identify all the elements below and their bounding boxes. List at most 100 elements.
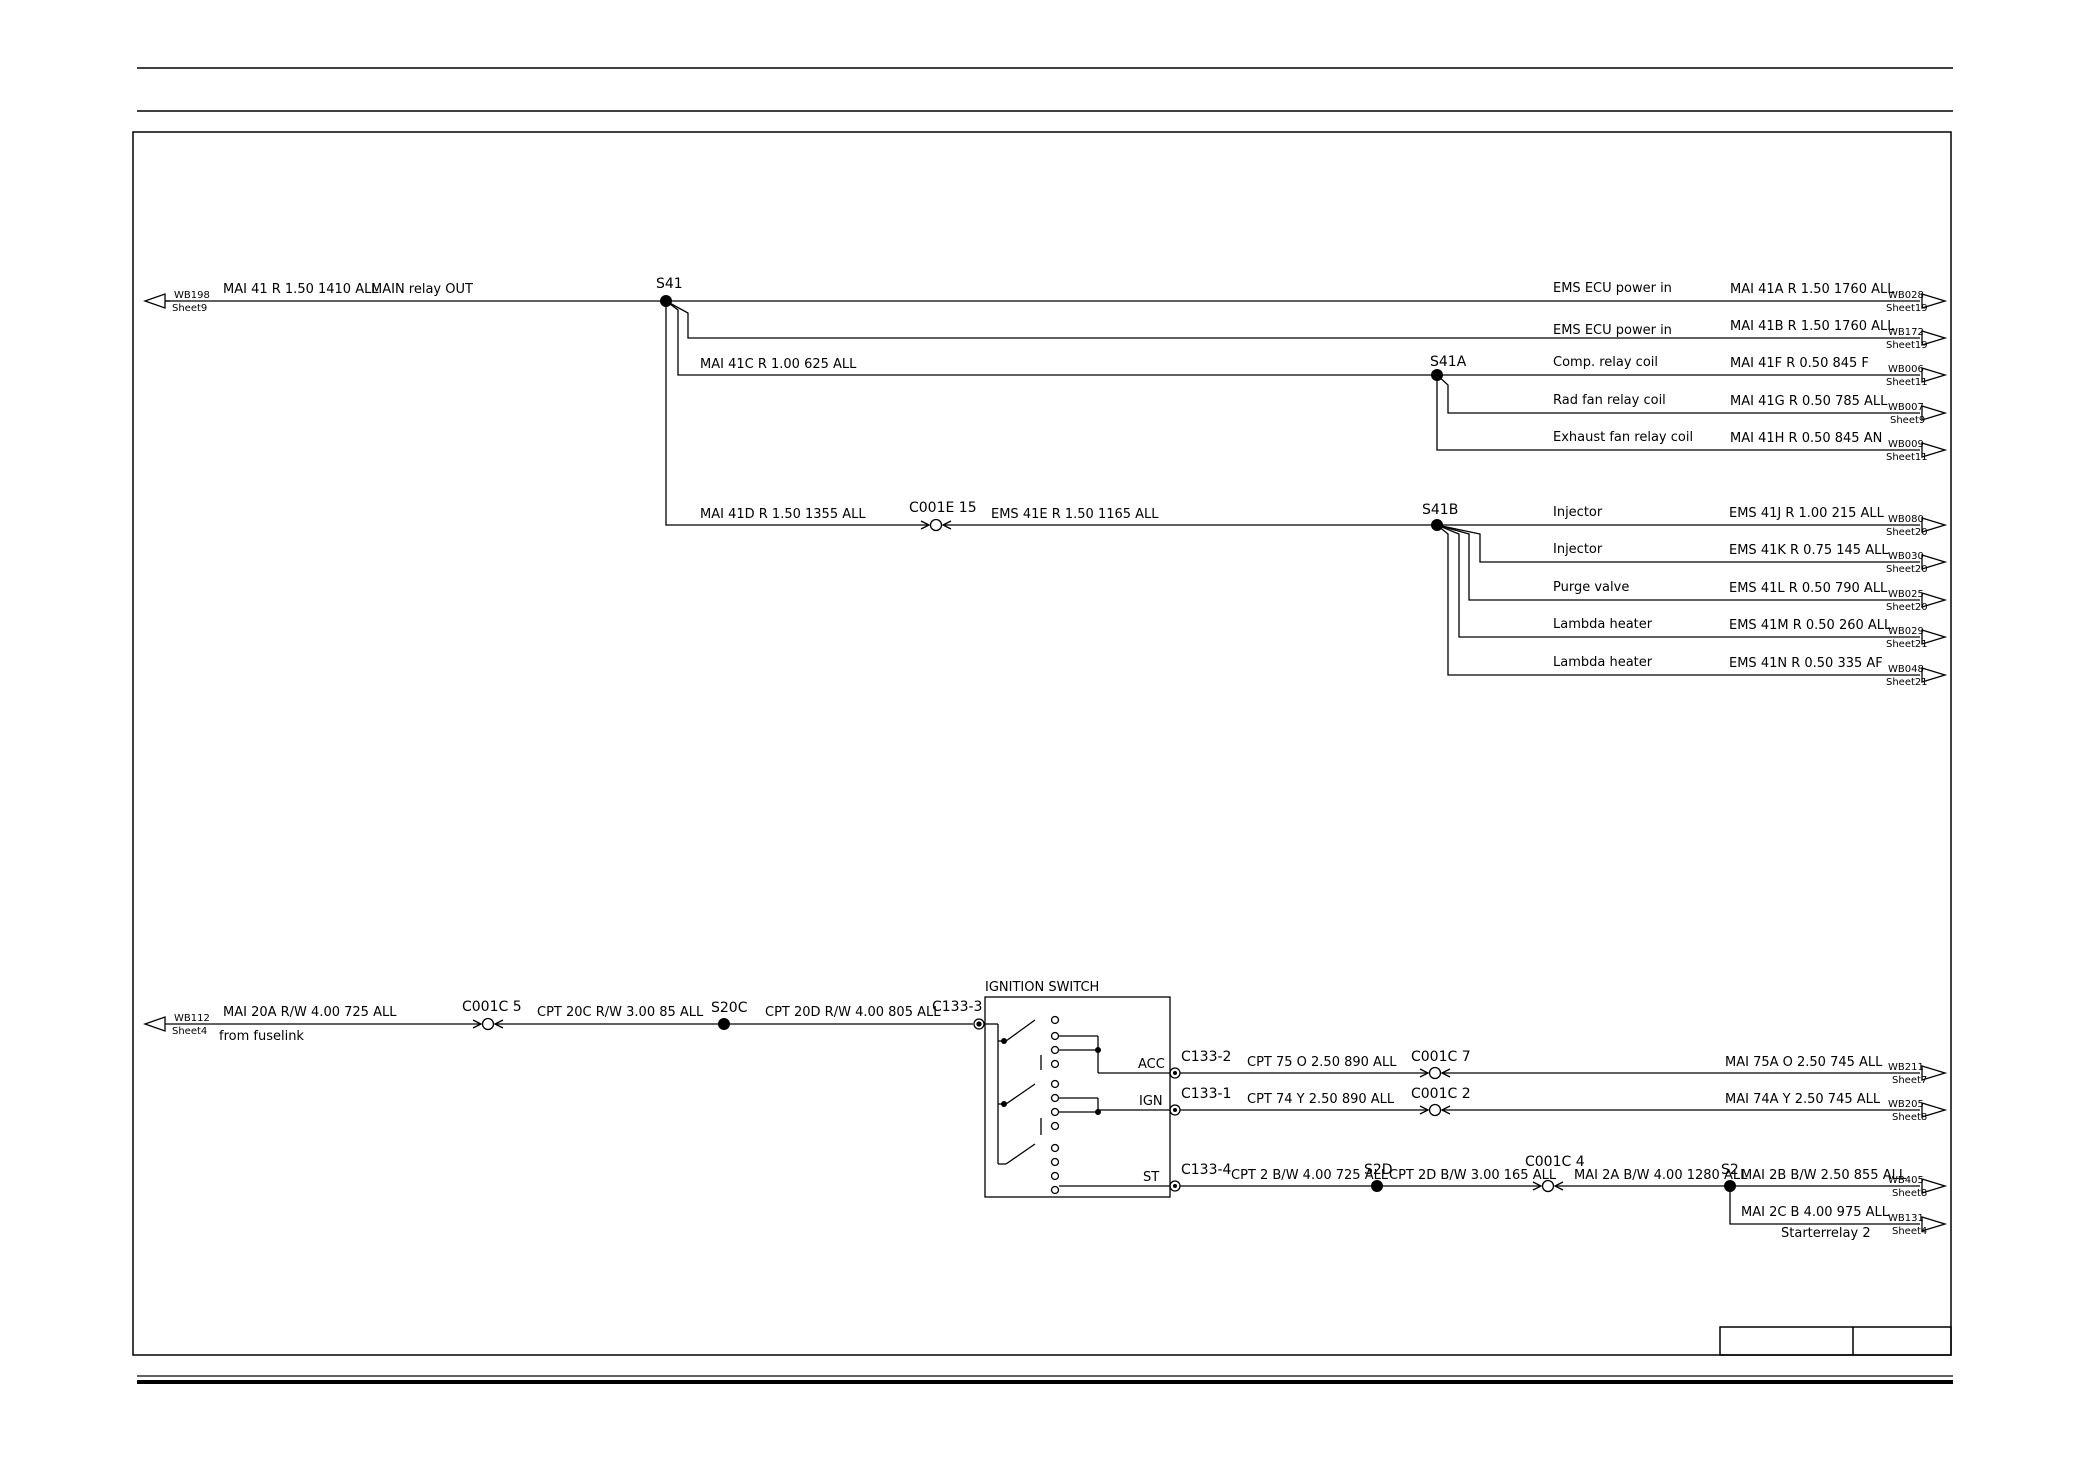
function-starterrelay: Starterrelay 2	[1781, 1226, 1871, 1241]
title-block	[1719, 1326, 1952, 1356]
offsheet-ref-wb048: WB048	[1888, 664, 1924, 675]
splice-label-s41b: S41B	[1422, 502, 1458, 518]
offsheet-sheet-wb007: Sheet9	[1890, 415, 1925, 426]
connector-label-c001c-4: C001C 4	[1525, 1154, 1585, 1170]
wire-41b	[665, 300, 1920, 339]
wire-label-41f: MAI 41F R 0.50 845 F	[1730, 356, 1869, 371]
wire-label-41j: EMS 41J R 1.00 215 ALL	[1729, 506, 1885, 521]
function-main-relay-out: MAIN relay OUT	[371, 282, 473, 297]
splice-s41	[660, 295, 672, 307]
offsheet-ref-wb009: WB009	[1888, 439, 1924, 450]
wire-label-41c: MAI 41C R 1.00 625 ALL	[700, 357, 857, 372]
wire-41g	[1436, 374, 1920, 414]
offsheet-arrow-wb007	[1921, 405, 1948, 421]
offsheet-arrow-wb205	[1921, 1102, 1948, 1118]
offsheet-arrow-wb006	[1921, 367, 1948, 383]
function-comp-relay-coil: Comp. relay coil	[1553, 355, 1658, 370]
ignition-ign-label: IGN	[1139, 1094, 1163, 1109]
splice-label-s20c: S20C	[711, 1000, 748, 1016]
splice-s41a	[1431, 369, 1443, 381]
circuit-ignition	[165, 1023, 1920, 1225]
splice-s41b	[1431, 519, 1443, 531]
wire-label-74a: MAI 74A Y 2.50 745 ALL	[1725, 1092, 1881, 1107]
splice-label-s41: S41	[656, 276, 683, 292]
offsheet-arrow-wb405	[1921, 1178, 1948, 1194]
connector-c001c-7-symbol	[1419, 1066, 1451, 1080]
wire-label-41m: EMS 41M R 0.50 260 ALL	[1729, 618, 1892, 633]
wire-label-41: MAI 41 R 1.50 1410 ALL	[223, 282, 379, 297]
offsheet-ref-wb029: WB029	[1888, 626, 1924, 637]
wire-label-20a: MAI 20A R/W 4.00 725 ALL	[223, 1005, 397, 1020]
wire-41k	[1436, 524, 1920, 563]
offsheet-sheet-wb405: Sheet8	[1892, 1188, 1927, 1199]
wire-41l	[1436, 524, 1920, 601]
wire-label-75a: MAI 75A O 2.50 745 ALL	[1725, 1055, 1883, 1070]
ignition-st-label: ST	[1143, 1170, 1159, 1185]
wire-label-2b: MAI 2B B/W 2.50 855 ALL	[1741, 1168, 1907, 1183]
offsheet-sheet-wb028: Sheet19	[1886, 303, 1928, 314]
pin-c133-2	[1169, 1067, 1181, 1079]
function-lambda-heater-2: Lambda heater	[1553, 655, 1653, 670]
connector-label-c133-2: C133-2	[1181, 1049, 1231, 1065]
wire-41n	[1436, 524, 1920, 676]
wire-41d	[665, 301, 929, 526]
offsheet-arrow-wb112	[143, 1016, 166, 1032]
wire-label-41k: EMS 41K R 0.75 145 ALL	[1729, 543, 1889, 558]
pin-c133-4	[1169, 1180, 1181, 1192]
offsheet-arrow-wb009	[1921, 442, 1948, 458]
offsheet-ref-wb198: WB198	[174, 290, 210, 301]
function-ems-ecu-power-2: EMS ECU power in	[1553, 323, 1672, 338]
offsheet-sheet-wb080: Sheet20	[1886, 527, 1928, 538]
offsheet-sheet-wb198: Sheet9	[172, 303, 207, 314]
wire-label-41n: EMS 41N R 0.50 335 AF	[1729, 656, 1883, 671]
offsheet-arrow-wb030	[1921, 554, 1948, 570]
offsheet-sheet-wb131: Sheet4	[1892, 1226, 1927, 1237]
ignition-switch-body	[984, 996, 1171, 1198]
offsheet-sheet-wb205: Sheet8	[1892, 1112, 1927, 1123]
splice-s2d	[1371, 1180, 1383, 1192]
connector-label-c001c-2: C001C 2	[1411, 1086, 1471, 1102]
offsheet-ref-wb007: WB007	[1888, 402, 1924, 413]
wire-label-41g: MAI 41G R 0.50 785 ALL	[1730, 394, 1888, 409]
offsheet-ref-wb131: WB131	[1888, 1213, 1924, 1224]
wire-label-41d: MAI 41D R 1.50 1355 ALL	[700, 507, 866, 522]
offsheet-ref-wb205: WB205	[1888, 1099, 1924, 1110]
function-exhaust-fan-relay-coil: Exhaust fan relay coil	[1553, 430, 1693, 445]
offsheet-sheet-wb030: Sheet20	[1886, 564, 1928, 575]
offsheet-arrow-wb131	[1921, 1216, 1948, 1232]
circuit-main-relay	[165, 300, 1920, 676]
offsheet-ref-wb405: WB405	[1888, 1175, 1924, 1186]
wire-label-41a: MAI 41A R 1.50 1760 ALL	[1730, 282, 1895, 297]
wire-label-2c: MAI 2C B 4.00 975 ALL	[1741, 1205, 1890, 1220]
connector-label-c001c-5: C001C 5	[462, 999, 522, 1015]
wire-label-41h: MAI 41H R 0.50 845 AN	[1730, 431, 1882, 446]
connector-c001c-4-symbol	[1532, 1179, 1564, 1193]
connector-label-c001c-7: C001C 7	[1411, 1049, 1471, 1065]
function-rad-fan-relay-coil: Rad fan relay coil	[1553, 393, 1666, 408]
offsheet-ref-wb028: WB028	[1888, 290, 1924, 301]
offsheet-sheet-wb112: Sheet4	[172, 1026, 207, 1037]
function-from-fuselink: from fuselink	[219, 1029, 304, 1044]
offsheet-arrow-wb172	[1921, 330, 1948, 346]
offsheet-sheet-wb029: Sheet21	[1886, 639, 1928, 650]
offsheet-sheet-wb025: Sheet20	[1886, 602, 1928, 613]
offsheet-arrow-wb025	[1921, 592, 1948, 608]
splice-label-s2d: S2D	[1364, 1162, 1393, 1178]
wire-2c	[1729, 1186, 1920, 1225]
offsheet-ref-wb030: WB030	[1888, 551, 1924, 562]
wire-label-2d: CPT 2D B/W 3.00 165 ALL	[1389, 1168, 1557, 1183]
function-purge-valve: Purge valve	[1553, 580, 1629, 595]
splice-s20c	[718, 1018, 730, 1030]
wire-label-2: CPT 2 B/W 4.00 725 ALL	[1231, 1168, 1389, 1183]
connector-label-c133-4: C133-4	[1181, 1162, 1232, 1178]
offsheet-ref-wb211: WB211	[1888, 1062, 1924, 1073]
offsheet-sheet-wb048: Sheet21	[1886, 677, 1928, 688]
wire-41c	[665, 300, 1437, 376]
offsheet-sheet-wb172: Sheet19	[1886, 340, 1928, 351]
wire-label-20c: CPT 20C R/W 3.00 85 ALL	[537, 1005, 704, 1020]
offsheet-ref-wb006: WB006	[1888, 364, 1924, 375]
connector-label-c133-1: C133-1	[1181, 1086, 1231, 1102]
wire-label-20d: CPT 20D R/W 4.00 805 ALL	[765, 1005, 941, 1020]
drawing-frame	[132, 131, 1952, 1356]
wire-label-41e: EMS 41E R 1.50 1165 ALL	[991, 507, 1159, 522]
